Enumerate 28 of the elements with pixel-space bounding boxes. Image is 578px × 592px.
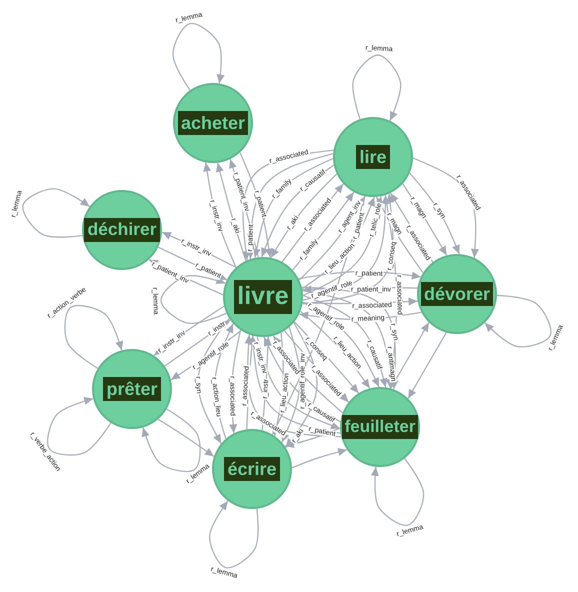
arrow [158,418,214,457]
node-label: dévorer [420,282,494,306]
graph-node [333,117,413,197]
node-label: écrire [224,456,280,482]
self-loop-arrow [47,397,112,456]
self-loop-arrow [22,188,90,238]
node-label: déchirer [84,218,160,242]
node-label: lire [356,144,390,170]
self-loop-arrow [484,294,552,348]
arrow [270,174,338,258]
arrow [409,172,460,254]
node-label: prêter [103,376,161,402]
node-label: feuilleter [342,415,418,439]
self-loop-arrow [64,305,124,369]
self-loop-arrow [370,458,424,526]
arrow [292,448,348,468]
self-loop-arrow [142,408,201,472]
arrow [390,322,430,389]
arrow [216,162,246,262]
self-loop-arrow [352,54,402,121]
arrow [408,332,447,399]
node-label: livre [234,280,292,314]
node-label: acheter [178,110,248,136]
self-loop-arrow [160,275,227,324]
arrow [281,327,301,443]
arrow [285,322,318,448]
self-loop-arrow [172,22,225,91]
self-loop-arrow [209,500,259,568]
